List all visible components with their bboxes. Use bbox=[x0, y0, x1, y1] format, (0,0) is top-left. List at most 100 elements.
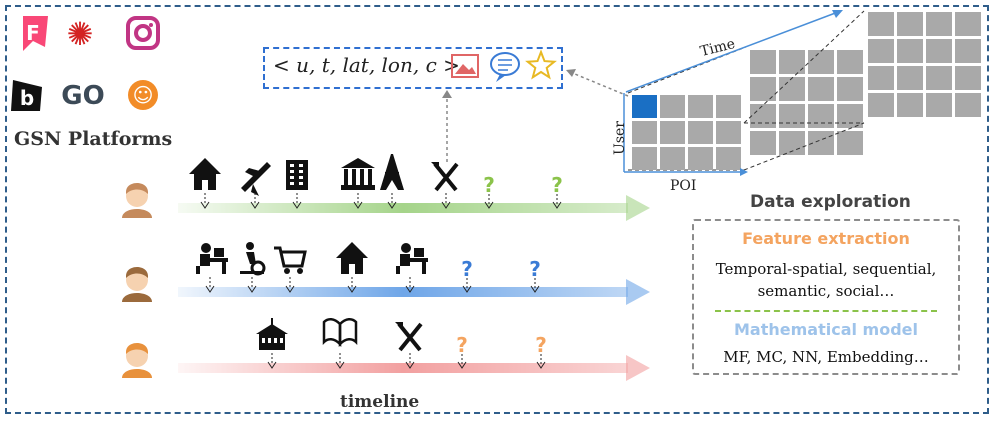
office-desk-icon bbox=[396, 243, 428, 293]
svg-text:GO: GO bbox=[61, 81, 104, 111]
tensor-cell bbox=[868, 66, 894, 90]
svg-text:?: ? bbox=[529, 257, 541, 281]
svg-text:?: ? bbox=[461, 257, 473, 281]
tensor-cell bbox=[926, 93, 952, 117]
restaurant-icon bbox=[395, 322, 423, 369]
tensor-back-slice bbox=[868, 12, 981, 117]
question-mark-icon: ? bbox=[535, 333, 547, 369]
house-icon bbox=[189, 158, 221, 209]
question-mark-icon: ? bbox=[529, 257, 541, 293]
shopping-cart-icon bbox=[274, 246, 307, 293]
feature-extraction-desc: Temporal-spatial, sequential, semantic, … bbox=[692, 258, 960, 302]
svg-text:?: ? bbox=[535, 333, 547, 357]
svg-text:F: F bbox=[26, 21, 40, 45]
tensor-cell bbox=[808, 77, 834, 101]
tensor-cell bbox=[926, 12, 952, 36]
tensor-cell bbox=[808, 50, 834, 74]
tensor-user-label: User bbox=[611, 121, 628, 155]
comment-icon bbox=[490, 52, 520, 82]
feature-desc-line-2: semantic, social… bbox=[757, 282, 895, 300]
panel-separator bbox=[715, 310, 937, 312]
tensor-highlight-cell bbox=[632, 95, 657, 118]
feature-extraction-title: Feature extraction bbox=[742, 229, 910, 248]
platforms-label: GSN Platforms bbox=[14, 128, 173, 150]
tensor-cell bbox=[837, 77, 863, 101]
instagram-logo-icon bbox=[126, 16, 160, 50]
user-1-timeline-arrowhead bbox=[626, 195, 650, 221]
user-2-timeline-arrowhead bbox=[626, 279, 650, 305]
svg-text:?: ? bbox=[551, 173, 563, 197]
tensor-time-arrowhead bbox=[832, 10, 843, 18]
image-icon bbox=[451, 54, 479, 78]
tensor-cell bbox=[955, 66, 981, 90]
data-exploration-box bbox=[692, 219, 960, 375]
tensor-cell bbox=[716, 95, 741, 118]
people-logo-icon: ☺ bbox=[128, 80, 158, 110]
tensor-cell bbox=[955, 39, 981, 63]
svg-text:?: ? bbox=[456, 333, 468, 357]
tensor-cell bbox=[808, 104, 834, 128]
tensor-cell bbox=[955, 93, 981, 117]
office-desk-icon bbox=[196, 243, 228, 293]
eiffel-tower-icon bbox=[380, 154, 404, 209]
tensor-cell bbox=[955, 12, 981, 36]
book-icon bbox=[322, 318, 358, 369]
question-mark-icon: ? bbox=[461, 257, 473, 293]
tensor-cell bbox=[837, 131, 863, 155]
user-3-timeline-arrowhead bbox=[626, 355, 650, 381]
gowalla-logo-icon: GO bbox=[61, 81, 104, 111]
tensor-cell bbox=[779, 104, 805, 128]
tuple-icons bbox=[451, 49, 557, 82]
tensor-cell bbox=[897, 39, 923, 63]
tensor-cell bbox=[688, 95, 713, 118]
mathematical-model-title: Mathematical model bbox=[734, 320, 918, 339]
question-mark-icon: ? bbox=[483, 173, 495, 209]
user-1-timeline-bar bbox=[178, 203, 628, 213]
tensor-connector bbox=[743, 10, 865, 124]
user-3-row: ?? bbox=[122, 318, 650, 381]
tensor-cube bbox=[623, 10, 981, 176]
tensor-cell bbox=[897, 93, 923, 117]
hotel-icon bbox=[286, 160, 308, 209]
school-icon bbox=[256, 318, 288, 369]
tensor-cell bbox=[688, 121, 713, 144]
user-3-timeline-bar bbox=[178, 363, 628, 373]
checkin-tuple-box bbox=[263, 47, 563, 89]
brightkite-logo-icon: b bbox=[11, 80, 42, 111]
svg-text:✺: ✺ bbox=[67, 15, 94, 53]
tensor-cell bbox=[660, 147, 685, 170]
airplane-icon bbox=[241, 162, 271, 209]
tensor-front-slice bbox=[632, 95, 741, 170]
user-1-row: ?? bbox=[122, 154, 650, 221]
tensor-cell bbox=[837, 50, 863, 74]
gym-bike-icon bbox=[240, 242, 266, 293]
tensor-cell bbox=[688, 147, 713, 170]
tensor-cell bbox=[897, 12, 923, 36]
tensor-connector bbox=[743, 122, 865, 171]
tensor-middle-slice bbox=[750, 50, 863, 155]
tensor-cell bbox=[660, 95, 685, 118]
tuple-link-arrowhead bbox=[442, 90, 452, 98]
tensor-poi-label: POI bbox=[670, 178, 697, 194]
outer-frame bbox=[5, 5, 989, 414]
timeline-label: timeline bbox=[340, 392, 420, 412]
svg-text:b: b bbox=[20, 86, 34, 110]
user-2-timeline-bar bbox=[178, 287, 628, 297]
svg-text:?: ? bbox=[483, 173, 495, 197]
tensor-cell bbox=[868, 39, 894, 63]
tensor-time-axis bbox=[625, 11, 839, 93]
tensor-cell bbox=[750, 104, 776, 128]
tensor-cell bbox=[897, 66, 923, 90]
tensor-link-line bbox=[569, 71, 629, 97]
tensor-cell bbox=[837, 104, 863, 128]
user-2-row: ?? bbox=[122, 242, 650, 305]
tensor-cell bbox=[750, 50, 776, 74]
tensor-cell bbox=[632, 121, 657, 144]
tensor-cell bbox=[750, 131, 776, 155]
question-mark-icon: ? bbox=[551, 173, 563, 209]
tensor-cell bbox=[716, 121, 741, 144]
tensor-link-arrowhead bbox=[566, 69, 576, 77]
tensor-cell bbox=[660, 121, 685, 144]
